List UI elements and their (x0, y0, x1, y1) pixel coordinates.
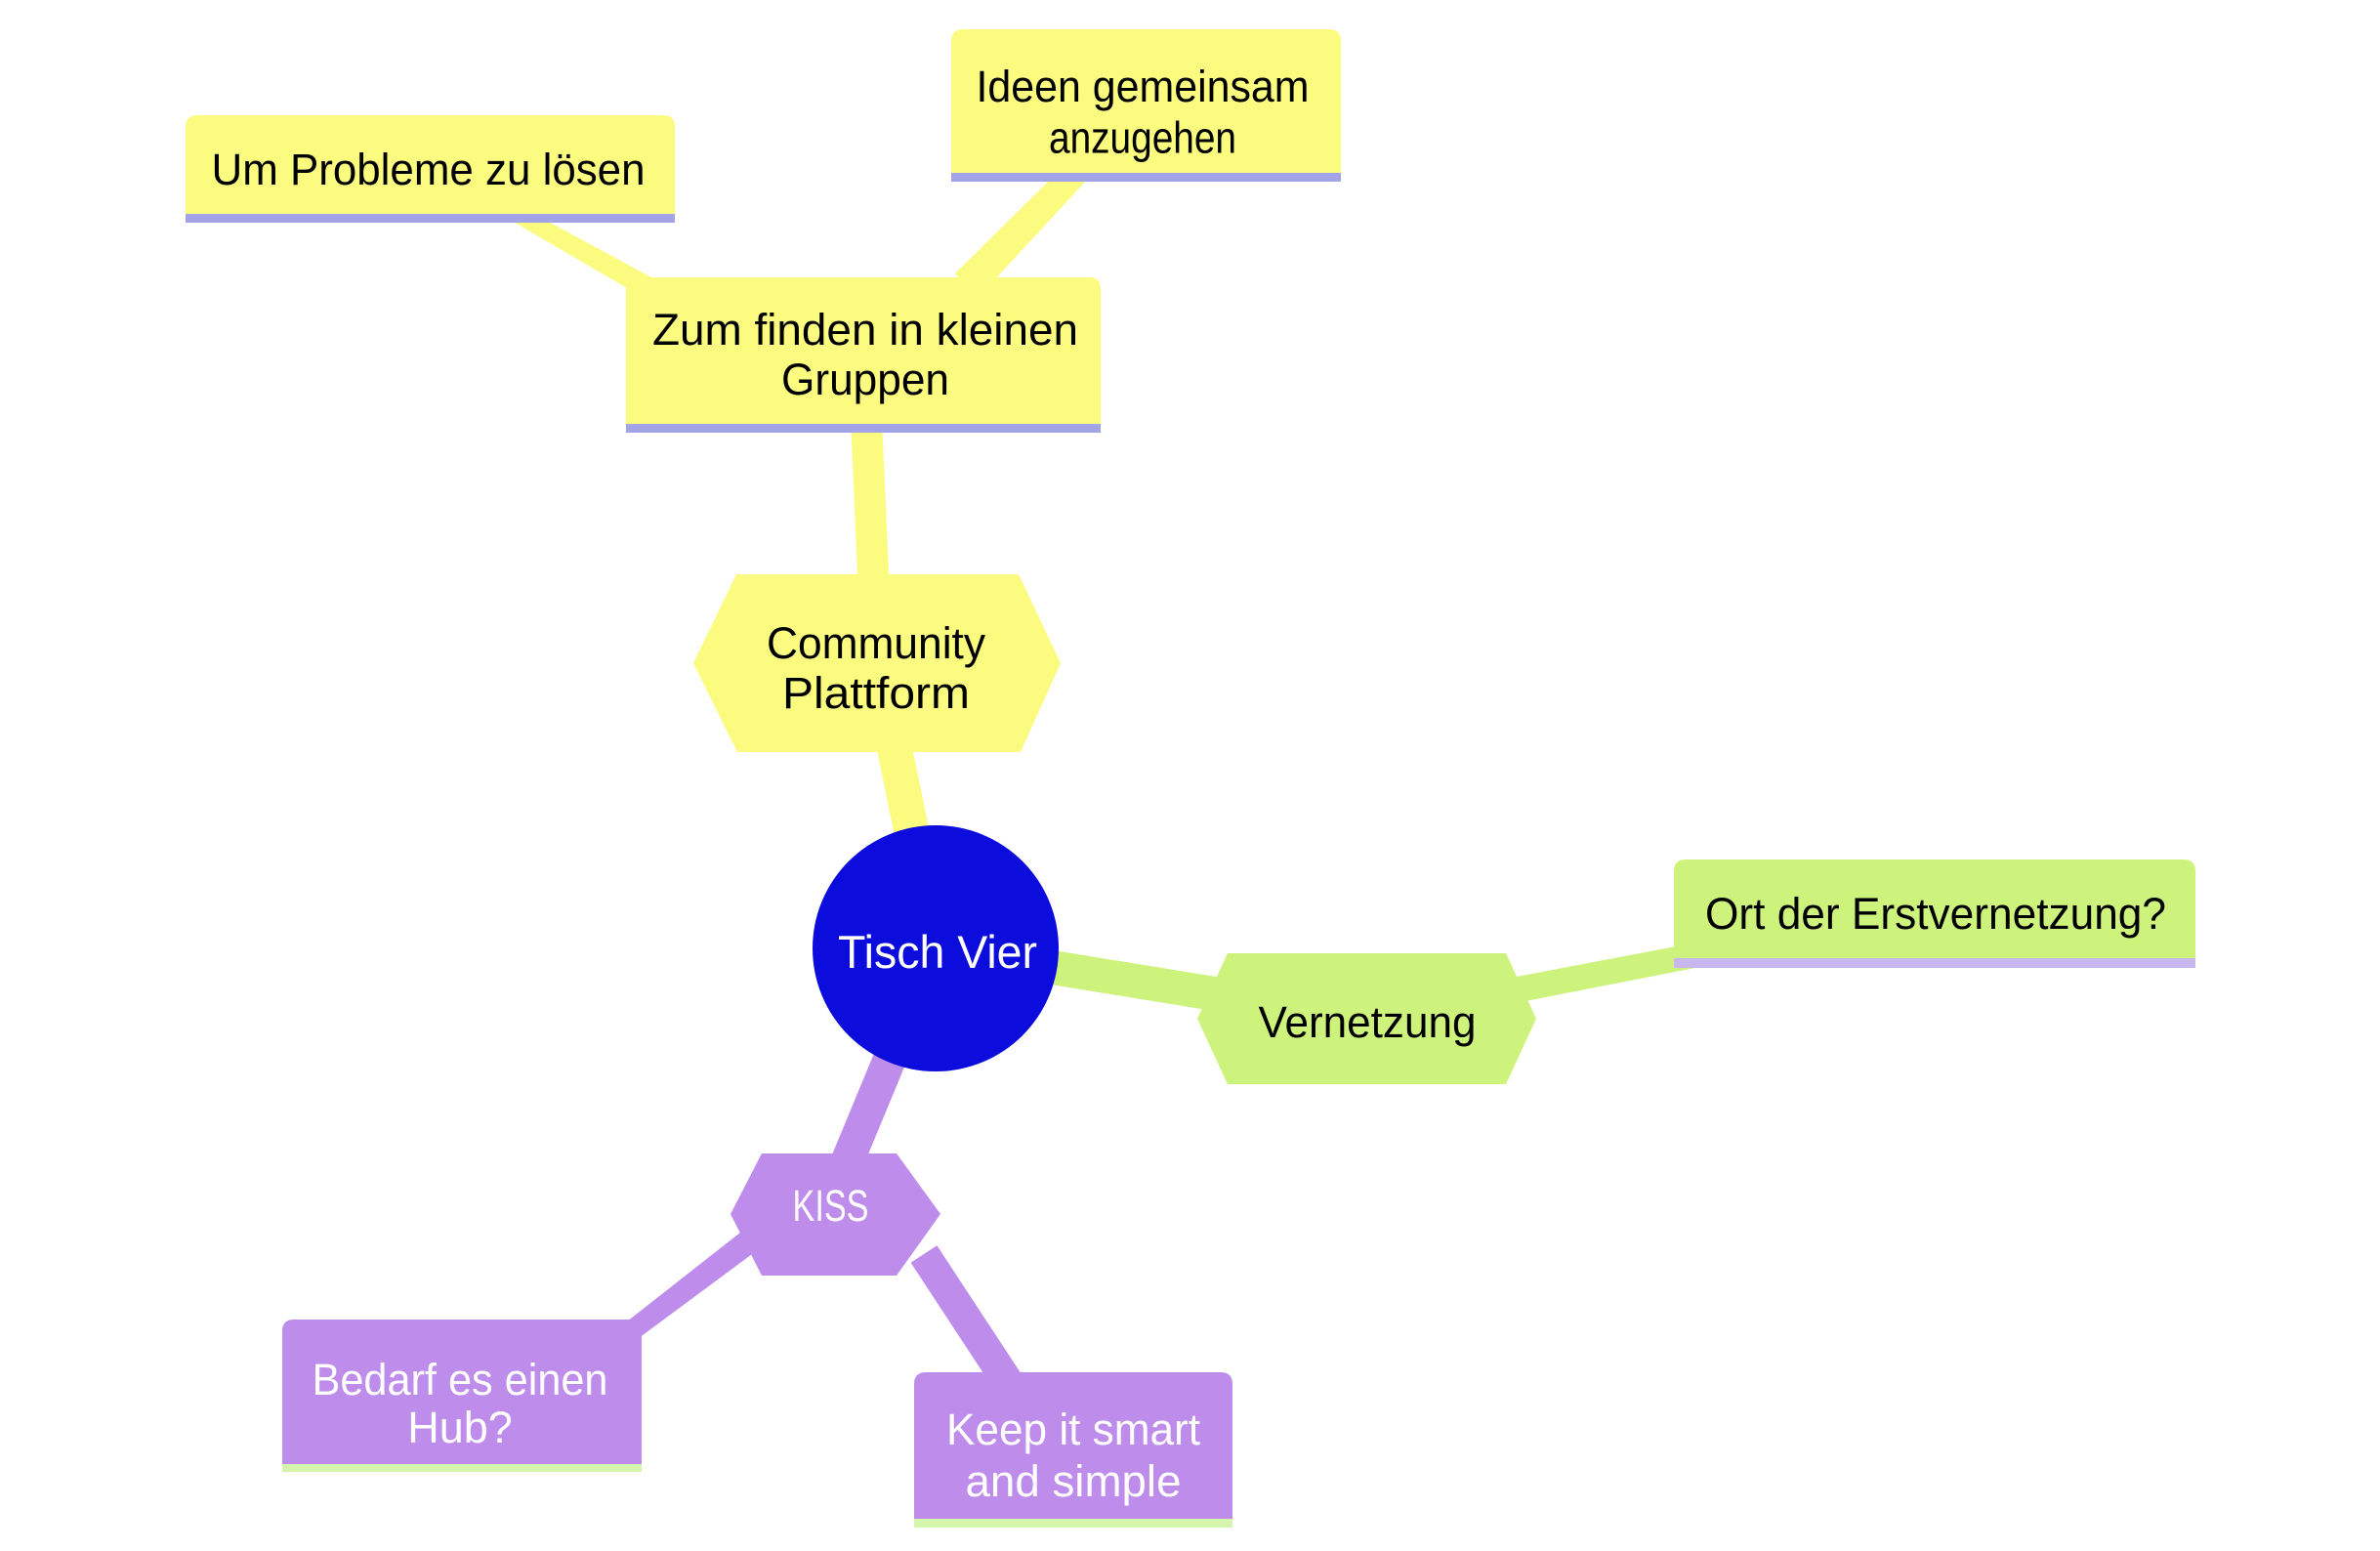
svg-text:Vernetzung: Vernetzung (1259, 997, 1477, 1047)
svg-text:Plattform: Plattform (782, 668, 970, 718)
svg-text:Ideen gemeinsam: Ideen gemeinsam (977, 62, 1310, 111)
svg-text:Tisch Vier: Tisch Vier (838, 926, 1037, 978)
svg-text:Ort der Erstvernetzung?: Ort der Erstvernetzung? (1705, 889, 2166, 939)
svg-text:KISS: KISS (793, 1181, 869, 1231)
svg-text:Zum finden in kleinen: Zum finden in kleinen (652, 305, 1078, 355)
svg-text:and simple: and simple (966, 1456, 1182, 1506)
svg-text:Community: Community (767, 618, 985, 668)
svg-text:Bedarf es einen: Bedarf es einen (313, 1355, 608, 1404)
svg-text:Keep it smart: Keep it smart (946, 1404, 1200, 1454)
svg-text:anzugehen: anzugehen (1049, 113, 1236, 163)
svg-text:Um Probleme zu lösen: Um Probleme zu lösen (212, 145, 646, 194)
svg-text:Gruppen: Gruppen (781, 355, 949, 404)
svg-text:Hub?: Hub? (407, 1403, 513, 1452)
